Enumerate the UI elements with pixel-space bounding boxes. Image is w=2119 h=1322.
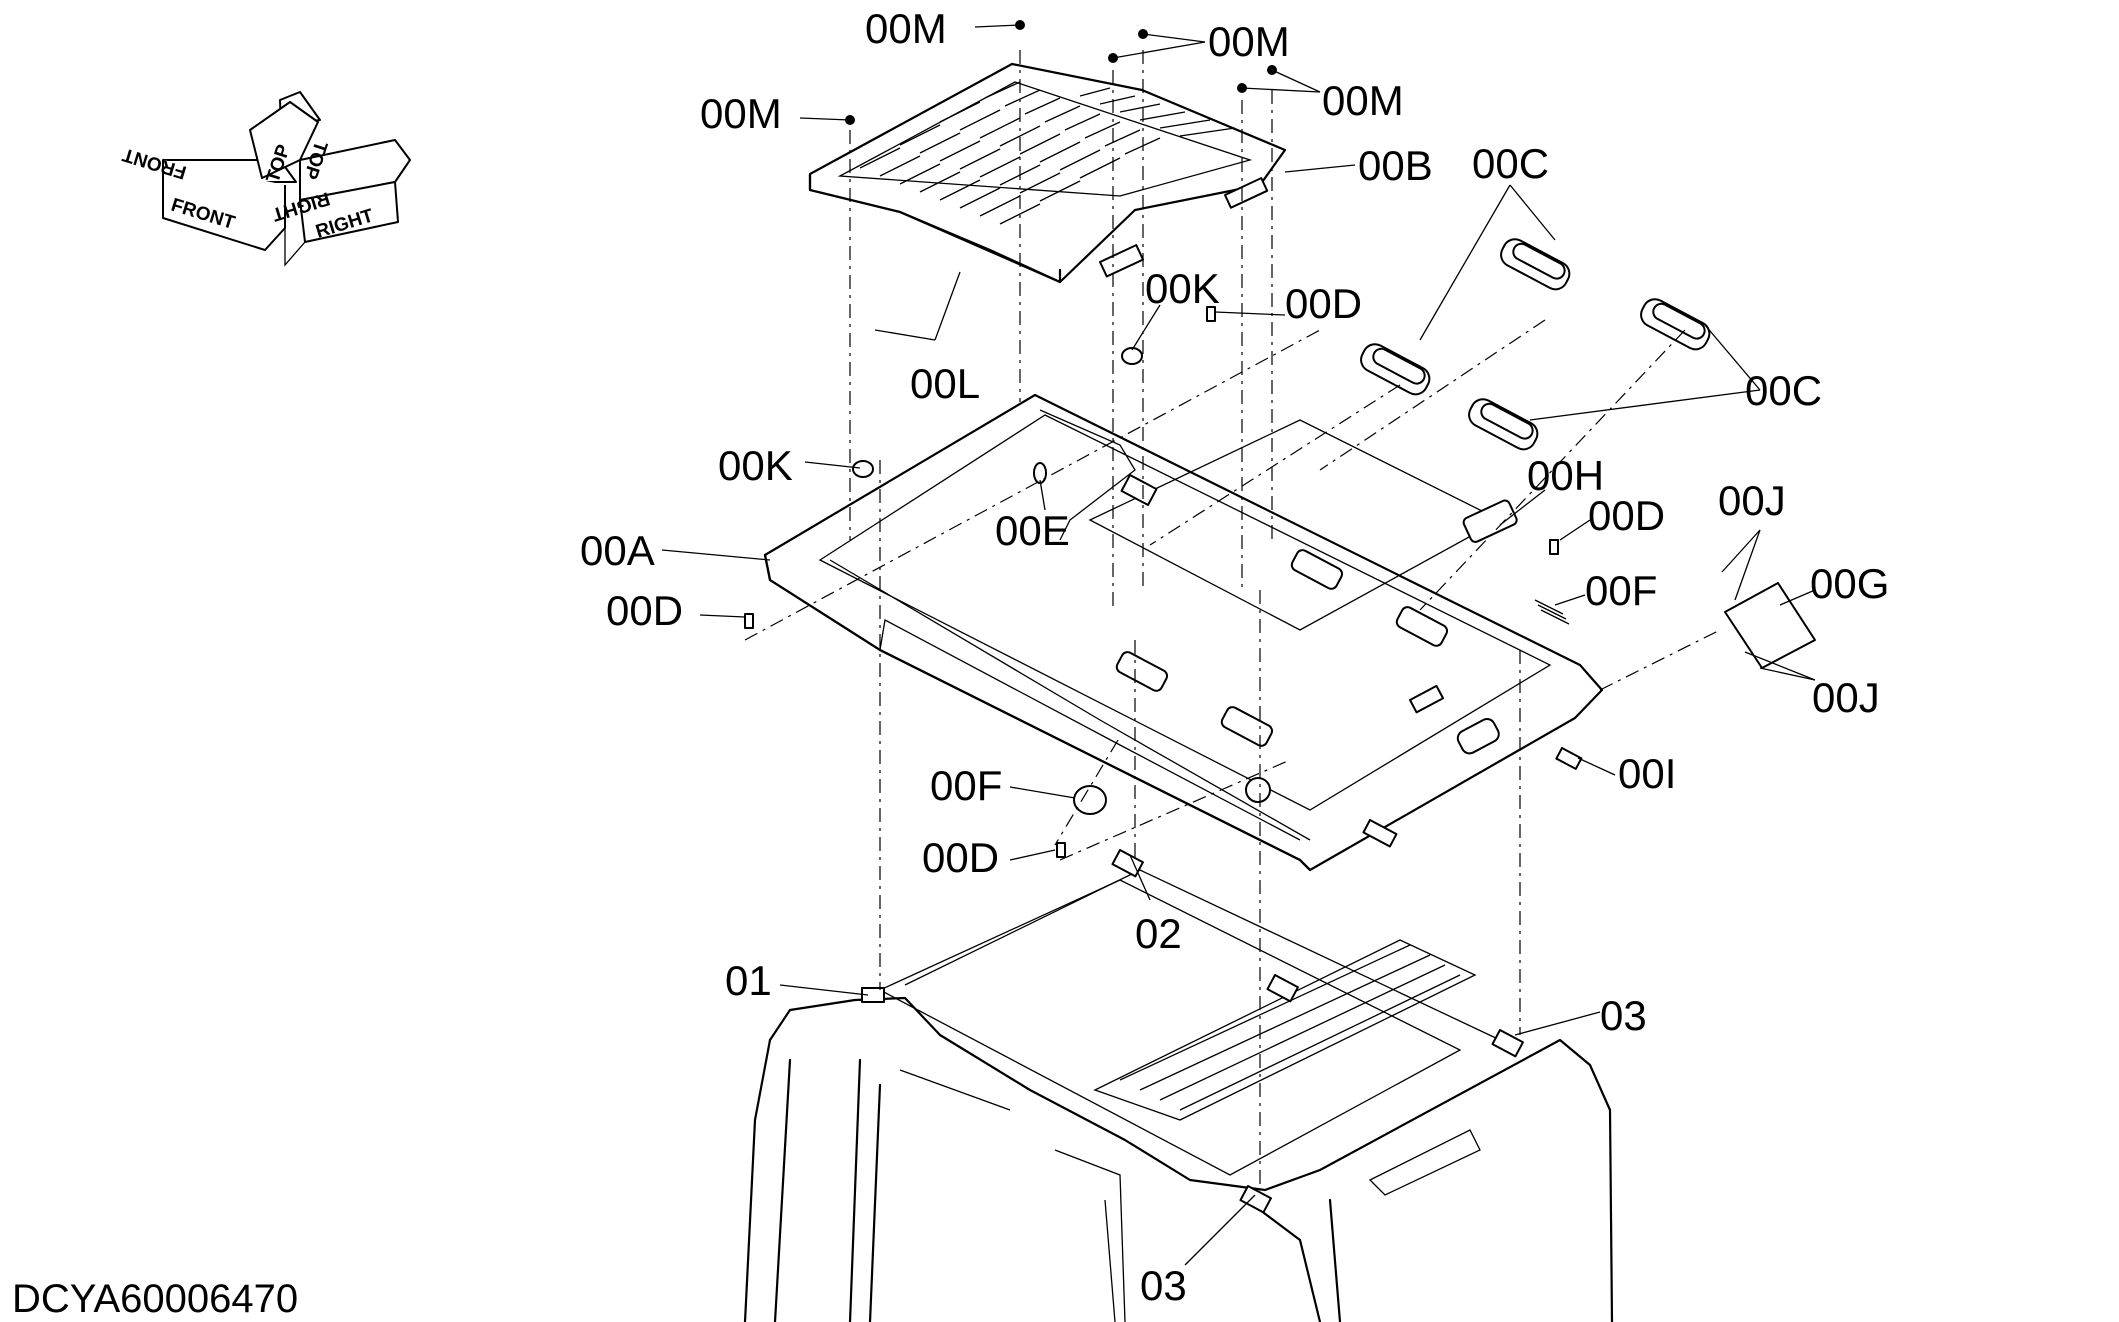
leader-lines — [661, 24, 1816, 1266]
callout-00f-right: 00F — [1585, 567, 1657, 614]
callout-00h: 00H — [1527, 452, 1604, 499]
callout-00k-lower: 00K — [718, 442, 793, 489]
callout-00i: 00I — [1618, 750, 1676, 797]
cab-roof-ribs — [1119, 944, 1461, 1111]
callout-00c-top: 00C — [1472, 140, 1549, 187]
callout-00m-top: 00M — [865, 5, 947, 52]
callout-labels: 00M 00M 00M 00M 00B 00C 00C 00K 00D 00L … — [580, 5, 1889, 1309]
drawing-code: DCYA60006470 — [12, 1277, 298, 1321]
callout-00c-right: 00C — [1745, 367, 1822, 414]
alignment-lines — [744, 50, 1721, 1190]
callout-00d-upper: 00D — [1285, 280, 1362, 327]
callout-00k-upper: 00K — [1145, 265, 1220, 312]
callout-00m-left: 00M — [700, 90, 782, 137]
callout-01: 01 — [725, 957, 772, 1004]
callout-03-bottom: 03 — [1140, 1262, 1187, 1309]
callout-00m-right-top: 00M — [1208, 18, 1290, 65]
callout-00d-right: 00D — [1588, 492, 1665, 539]
callout-00m-right: 00M — [1322, 77, 1404, 124]
callout-00j-top: 00J — [1718, 477, 1786, 524]
callout-02: 02 — [1135, 910, 1182, 957]
front-direction-label-mirror: FRONT — [120, 143, 189, 182]
hardware — [744, 20, 1816, 858]
callout-00g: 00G — [1810, 560, 1889, 607]
callout-00l: 00L — [910, 360, 980, 407]
callout-00a: 00A — [580, 527, 655, 574]
window-seals — [1360, 238, 1711, 451]
callout-00f-lower: 00F — [930, 762, 1002, 809]
operator-cab — [743, 848, 1614, 1322]
callout-00d-left: 00D — [606, 587, 683, 634]
callout-00e: 00E — [995, 507, 1070, 554]
callout-00b: 00B — [1358, 142, 1433, 189]
grille-slots — [859, 81, 1236, 225]
callout-00j-bottom: 00J — [1812, 674, 1880, 721]
callout-03-right: 03 — [1600, 992, 1647, 1039]
roof-panel — [763, 393, 1604, 872]
callout-00d-lower: 00D — [922, 834, 999, 881]
top-guard-grille — [808, 62, 1287, 284]
orientation-indicator: FRONT FRONT TOP TOP RIGHT RIGHT — [120, 91, 411, 267]
